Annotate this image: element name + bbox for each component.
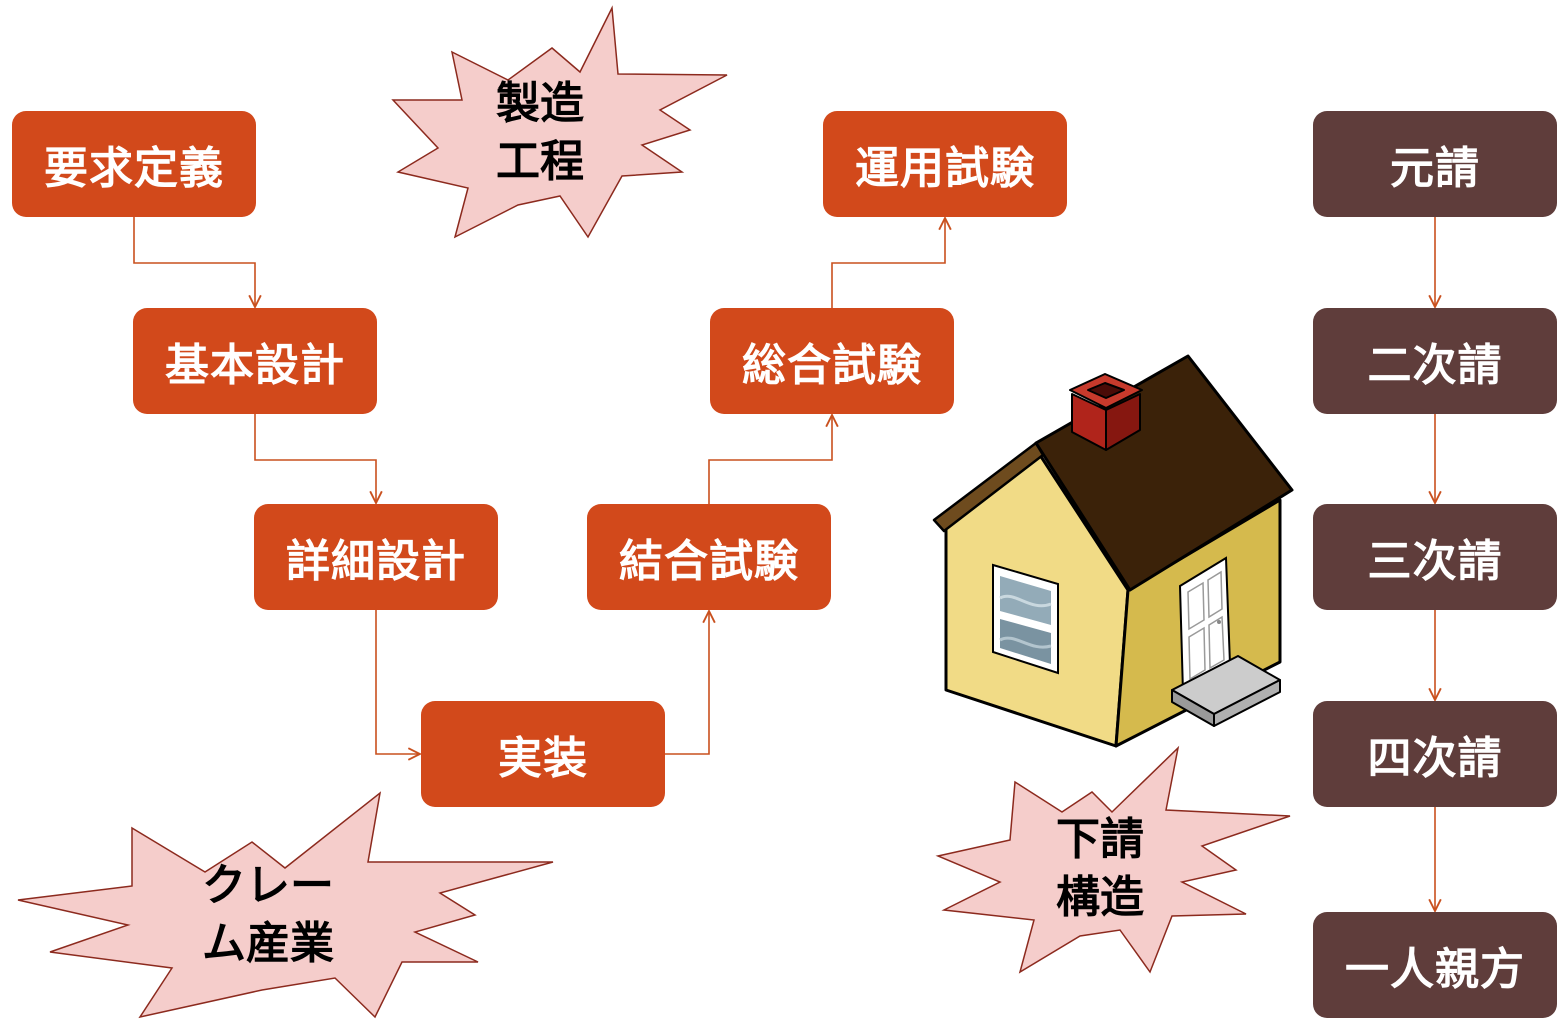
- operation-test-label: 運用試験: [855, 143, 1035, 194]
- house-icon: [932, 354, 1294, 748]
- subcontract-box-sole-proprietor: 一人親方: [1313, 912, 1557, 1018]
- connector-basic-to-detailed-design: [254, 414, 376, 503]
- house-chimney: [1069, 373, 1143, 451]
- subcontract-box-third: 三次請: [1313, 504, 1557, 610]
- process-box-integration-test: 結合試験: [587, 504, 831, 610]
- requirements-label: 要求定義: [44, 143, 224, 194]
- connector-requirements-to-basic-design: [133, 217, 255, 307]
- implementation-label: 実装: [498, 733, 588, 784]
- third-tier-label: 三次請: [1367, 536, 1503, 587]
- callout-line-2: ム産業: [202, 918, 334, 969]
- callout-line-1: 下請: [1056, 814, 1144, 865]
- subcontract-box-fourth: 四次請: [1313, 701, 1557, 807]
- fourth-tier-label: 四次請: [1367, 733, 1503, 784]
- process-box-operation-test: 運用試験: [823, 111, 1067, 217]
- callout-burst-claim-industry: [17, 791, 554, 1019]
- callout-line-1: クレー: [202, 860, 334, 911]
- connector-integration-to-system-test: [708, 415, 832, 504]
- callout-burst-manufacturing: [391, 5, 728, 239]
- detailed-design-label: 詳細設計: [286, 536, 466, 587]
- connector-detailed-design-to-implementation: [375, 610, 420, 754]
- house-step: [1171, 655, 1281, 727]
- callout-text-claim-industry: クレー ム産業: [158, 857, 378, 973]
- house-door: [1178, 556, 1232, 695]
- process-box-system-test: 総合試験: [710, 308, 954, 414]
- integration-test-label: 結合試験: [619, 536, 799, 587]
- subcontract-box-prime: 元請: [1313, 111, 1557, 217]
- subcontract-box-second: 二次請: [1313, 308, 1557, 414]
- process-box-requirements: 要求定義: [12, 111, 256, 217]
- callout-text-subcontract-structure: 下請 構造: [990, 811, 1210, 927]
- basic-design-label: 基本設計: [165, 340, 345, 391]
- sole-proprietor-label: 一人親方: [1345, 944, 1525, 995]
- process-box-basic-design: 基本設計: [133, 308, 377, 414]
- callout-line-2: 工程: [496, 136, 584, 187]
- process-box-detailed-design: 詳細設計: [254, 504, 498, 610]
- connector-system-to-operation-test: [831, 218, 945, 308]
- process-box-implementation: 実装: [421, 701, 665, 807]
- connector-implementation-to-integration-test: [665, 611, 709, 755]
- house-window: [992, 563, 1059, 675]
- callout-line-1: 製造: [496, 78, 584, 129]
- second-tier-label: 二次請: [1367, 340, 1503, 391]
- callout-text-manufacturing: 製造 工程: [430, 75, 650, 191]
- callout-line-2: 構造: [1056, 872, 1144, 923]
- system-test-label: 総合試験: [742, 340, 922, 391]
- prime-contractor-label: 元請: [1390, 143, 1480, 194]
- callout-burst-subcontract-structure: [935, 745, 1291, 974]
